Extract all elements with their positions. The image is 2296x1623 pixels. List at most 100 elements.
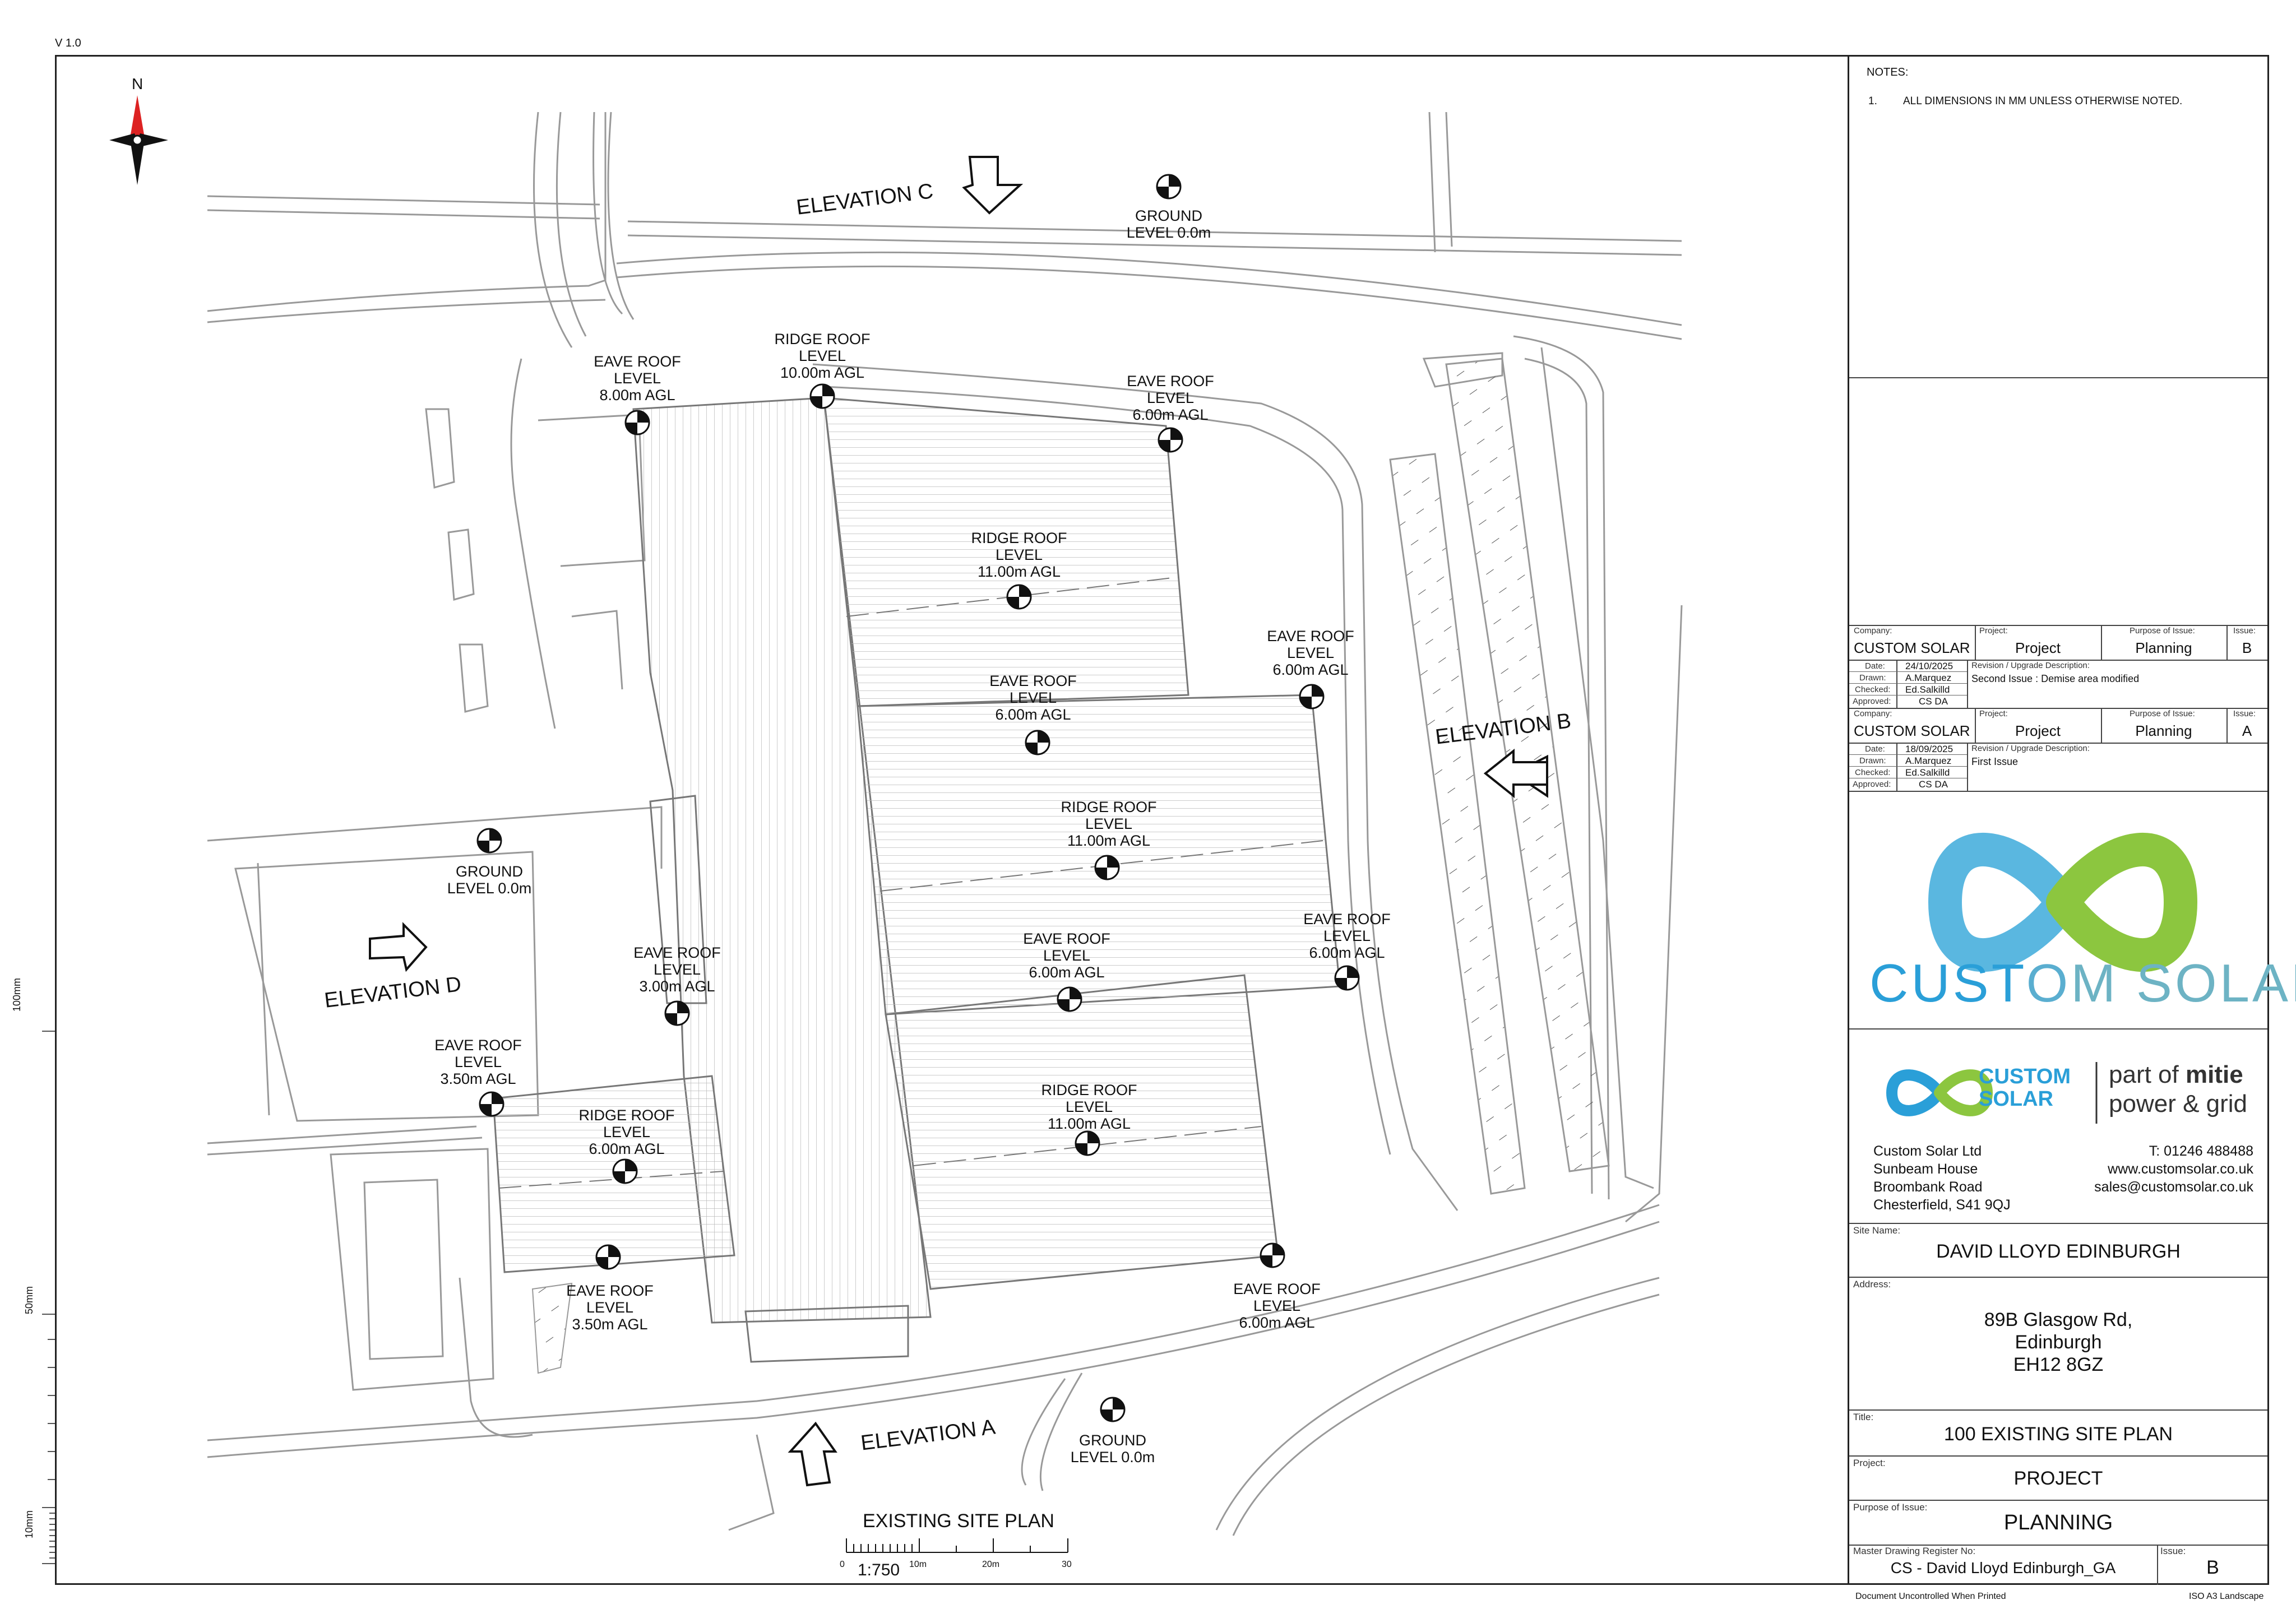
site-name: DAVID LLOYD EDINBURGH (1936, 1241, 2181, 1262)
small-logo-word1: CUSTOM (1979, 1065, 2071, 1088)
level-markers (476, 174, 1360, 1422)
tb-rule-project (1849, 1455, 2267, 1457)
purpose-label: Purpose of Issue: (1853, 1502, 1928, 1513)
north-label: N (132, 75, 144, 92)
title-label: Title: (1853, 1412, 1874, 1422)
logo-word-part1: CUST (1869, 953, 2026, 1013)
rev-b-project-label: Project: (1979, 626, 2008, 636)
register-issue-divider (2157, 1545, 2158, 1585)
rev-b-drawn: A.Marquez (1905, 673, 1952, 683)
scale-tick-20: 20m (982, 1560, 1000, 1569)
tb-rule-revisions (1849, 625, 2267, 626)
rev-b-date: 24/10/2025 (1905, 661, 1954, 671)
project-value: PROJECT (2013, 1468, 2103, 1489)
footer-paper-size: ISO A3 Landscape (2189, 1592, 2264, 1601)
rev-b-purpose-label: Purpose of Issue: (2130, 626, 2195, 636)
rev-a-approved: CS DA (1919, 779, 1948, 790)
north-arrow-icon (109, 95, 168, 185)
register-issue-label: Issue: (2160, 1546, 2186, 1556)
logo-word-part3: M SOLAR (2071, 953, 2296, 1013)
custom-solar-logo-icon (1928, 832, 2198, 972)
notes-heading: NOTES: (1867, 66, 1909, 78)
rev-a-drawn: A.Marquez (1905, 755, 1952, 766)
rev-b-checked-label: Checked: (1855, 685, 1891, 694)
tb-rule-title (1849, 1409, 2267, 1411)
margin-ruler (42, 1031, 55, 1564)
custom-solar-small-logo-icon (1886, 1069, 1993, 1116)
rev-b-company-label: Company: (1854, 626, 1892, 636)
part-of-text: part of mitie (2109, 1061, 2243, 1088)
register-label: Master Drawing Register No: (1853, 1546, 1976, 1556)
rev-b-purpose: Planning (2135, 639, 2192, 656)
small-logo-word2: SOLAR (1979, 1087, 2053, 1111)
road-network (207, 112, 1683, 1536)
plan-title: EXISTING SITE PLAN (863, 1510, 1054, 1532)
rev-a-project: Project (2015, 722, 2061, 739)
custom-solar-logo-text: CUSTOM SOLAR (1869, 953, 2296, 1014)
drawing-title: 100 EXISTING SITE PLAN (1943, 1423, 2173, 1445)
tb-rule-logo (1849, 1028, 2267, 1030)
drawing-frame (55, 55, 2269, 1585)
scale-bar (846, 1538, 1068, 1553)
tb-rule-purpose (1849, 1500, 2267, 1501)
footer-uncontrolled: Document Uncontrolled When Printed (1855, 1592, 2006, 1601)
tb-rule-site (1849, 1223, 2267, 1224)
tb-rule-notes (1849, 377, 2267, 378)
rev-b-drawn-label: Drawn: (1859, 673, 1886, 683)
rev-a-desc-label: Revision / Upgrade Description: (1971, 744, 2090, 753)
rev-a-purpose-label: Purpose of Issue: (2130, 709, 2195, 718)
register-value: CS - David Lloyd Edinburgh_GA (1890, 1559, 2116, 1576)
rev-b-desc: Second Issue : Demise area modified (1971, 673, 2140, 684)
logo-word-part2: O (2026, 953, 2071, 1013)
version-label: V 1.0 (55, 37, 81, 49)
note-text: ALL DIMENSIONS IN MM UNLESS OTHERWISE NO… (1903, 95, 2183, 107)
scale-tick-10: 10m (909, 1560, 927, 1569)
rev-b-project: Project (2015, 639, 2061, 656)
rev-a-desc: First Issue (1971, 756, 2019, 767)
rev-b-desc-label: Revision / Upgrade Description: (1971, 661, 2090, 670)
power-grid-text: power & grid (2109, 1090, 2248, 1117)
rev-a-checked-label: Checked: (1855, 768, 1891, 777)
rev-b-approved-label: Approved: (1853, 697, 1891, 706)
ruler-50mm: 50mm (24, 1286, 35, 1314)
tb-rule-register (1849, 1545, 2267, 1546)
parking-strip-hatch-3 (531, 1282, 573, 1374)
scale-ratio: 1:750 (858, 1561, 900, 1579)
rev-a-date-label: Date: (1865, 744, 1885, 754)
rev-a-drawn-label: Drawn: (1859, 756, 1886, 766)
purpose-value: PLANNING (2003, 1511, 2113, 1534)
rev-a-company: CUSTOM SOLAR (1854, 722, 1970, 739)
ruler-10mm: 10mm (24, 1510, 35, 1538)
rev-a-purpose: Planning (2135, 722, 2192, 739)
building-roofs (492, 397, 1341, 1363)
address-label: Address: (1853, 1279, 1891, 1290)
rev-b-issue: B (2242, 639, 2252, 656)
revision-block-a: Company: CUSTOM SOLAR Project: Project P… (1849, 708, 2267, 792)
rev-b-date-label: Date: (1865, 661, 1885, 671)
rev-a-issue-label: Issue: (2233, 709, 2256, 718)
ruler-100mm: 100mm (11, 977, 22, 1012)
site-name-label: Site Name: (1853, 1225, 1901, 1236)
rev-b-checked: Ed.Salkilld (1905, 684, 1950, 695)
parking-strip-hatch-1 (1389, 453, 1526, 1195)
rev-a-issue: A (2242, 722, 2252, 739)
scale-tick-0: 0 (840, 1560, 845, 1569)
rev-a-company-label: Company: (1854, 709, 1892, 718)
